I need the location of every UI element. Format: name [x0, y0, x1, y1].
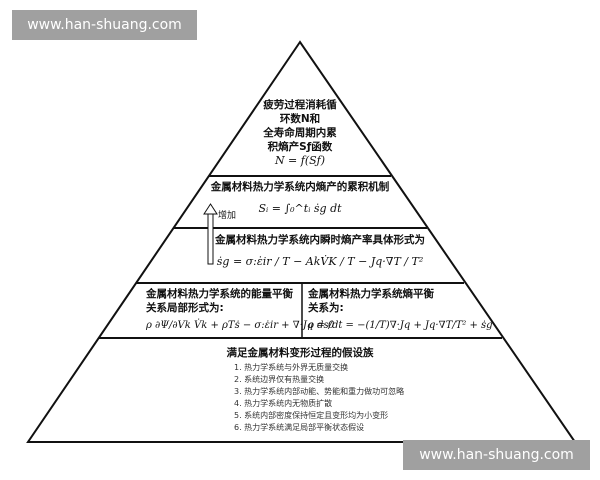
- tier4-right-title: 关系为:: [308, 302, 344, 314]
- watermark-top: www.han-shuang.com: [12, 10, 197, 40]
- tier1-line: 疲劳过程消耗循: [263, 99, 337, 111]
- tier2-text: 金属材料热力学系统内熵产的累积机制 Sᵢ = ∫₀^tᵢ ṡg dt: [200, 180, 400, 216]
- list-item: 6. 热力学系统满足局部平衡状态假设: [234, 423, 365, 432]
- tier5-title: 满足金属材料变形过程的假设族: [226, 347, 374, 359]
- tier3-title: 金属材料热力学系统内瞬时熵产率具体形式为: [215, 234, 425, 246]
- tier1-line: 全寿命周期内累: [263, 127, 337, 139]
- tier2-formula: Sᵢ = ∫₀^tᵢ ṡg dt: [258, 202, 342, 215]
- watermark-bottom: www.han-shuang.com: [403, 440, 590, 470]
- tier1-text: 疲劳过程消耗循 环数N和 全寿命周期内累 积熵产Sƒ函数 N = f(Sƒ): [220, 98, 380, 168]
- tier1-line: 积熵产Sƒ函数: [267, 141, 333, 153]
- tier3-formula: ṡg = σ:ε̇ir / T − AkV̇K / T − Jq·∇T / T²: [216, 255, 424, 268]
- tier4-left-text: 金属材料热力学系统的能量平衡 关系局部形式为: ρ ∂Ψ/∂Vk V̇k + ρ…: [146, 287, 334, 333]
- list-item: 3. 热力学系统内部动能、势能和重力做功可忽略: [234, 387, 405, 396]
- tier1-formula: N = f(Sƒ): [274, 154, 326, 167]
- tier2-title: 金属材料热力学系统内熵产的累积机制: [210, 181, 390, 193]
- tier4-right-formula: ρ ds/dt = −(1/T)∇·Jq + Jq·∇T/T² + ṡg: [308, 320, 493, 331]
- list-item: 1. 热力学系统与外界无质量交换: [234, 363, 349, 372]
- arrow-label: 增加: [218, 211, 237, 221]
- tier3-text: 金属材料热力学系统内瞬时熵产率具体形式为 ṡg = σ:ε̇ir / T − A…: [200, 233, 440, 269]
- increase-arrow: [203, 203, 218, 265]
- assumption-list: 1. 热力学系统与外界无质量交换 2. 系统边界仅有热量交换 3. 热力学系统内…: [234, 362, 404, 434]
- pyramid-outline: [26, 40, 577, 443]
- list-item: 4. 热力学系统内无物质扩散: [234, 399, 333, 408]
- list-item: 5. 系统内部密度保持恒定且变形均为小变形: [234, 411, 389, 420]
- tier4-right-text: 金属材料热力学系统熵平衡 关系为: ρ ds/dt = −(1/T)∇·Jq +…: [308, 287, 493, 333]
- list-item: 2. 系统边界仅有热量交换: [234, 375, 325, 384]
- tier4-left-title: 关系局部形式为:: [146, 302, 224, 314]
- tier4-left-formula: ρ ∂Ψ/∂Vk V̇k + ρTṡ − σ:ε̇ir + ∇·Jq = 0: [146, 320, 335, 331]
- tier4-left-title: 金属材料热力学系统的能量平衡: [146, 288, 293, 300]
- tier1-line: 环数N和: [279, 113, 321, 125]
- tier4-right-title: 金属材料热力学系统熵平衡: [308, 288, 434, 300]
